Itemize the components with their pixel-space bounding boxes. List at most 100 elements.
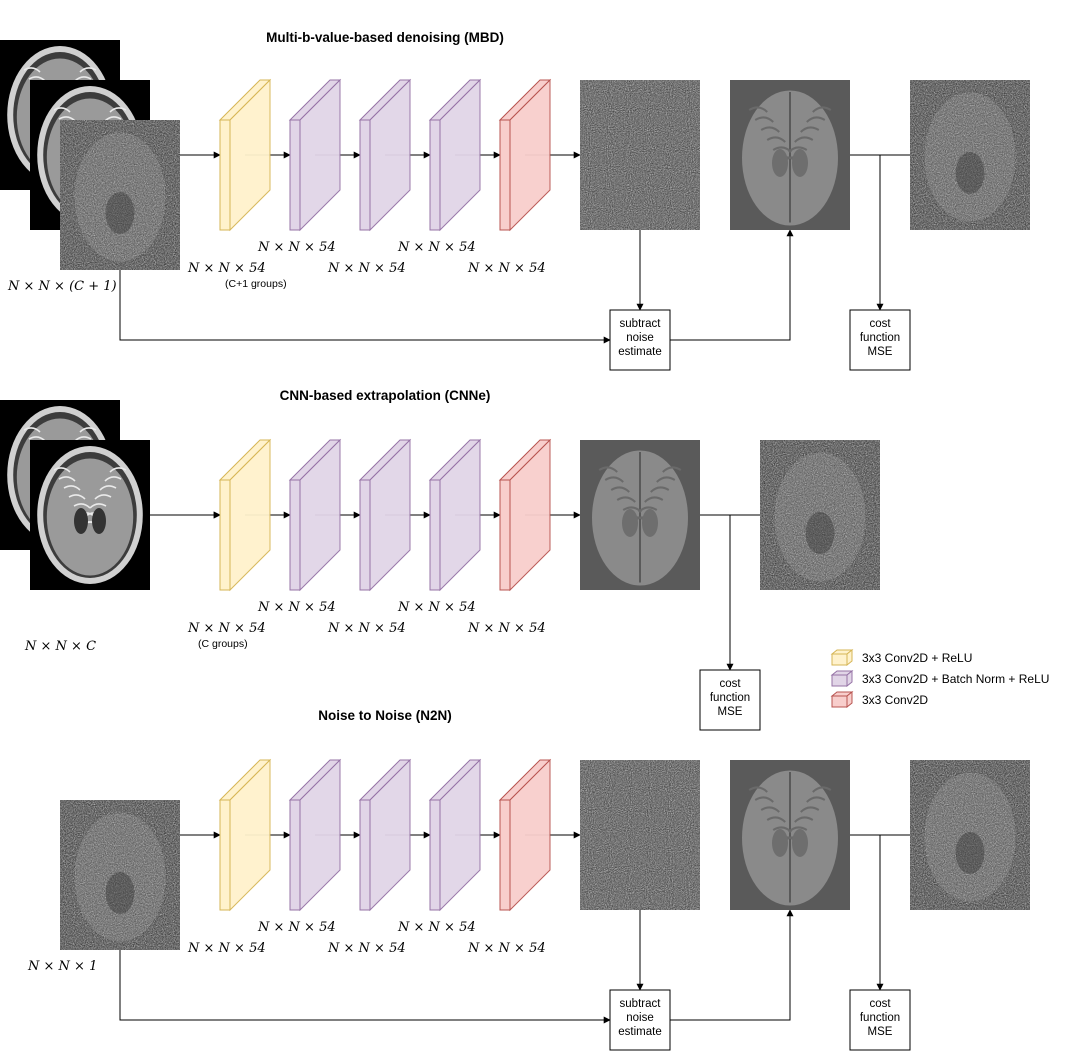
brain-gyrus xyxy=(806,796,826,803)
brain-gyrus xyxy=(788,826,808,833)
block-side xyxy=(509,758,551,912)
noise-estimate-image xyxy=(580,80,700,230)
cost-function-box xyxy=(849,309,911,371)
block-side xyxy=(509,438,551,592)
brain-gyrus xyxy=(748,106,768,113)
brain-gyrus xyxy=(794,816,814,823)
brain-gyrus xyxy=(68,494,86,500)
block-front xyxy=(359,799,371,911)
brain-ventricle xyxy=(955,152,985,194)
block-side xyxy=(439,78,481,232)
brain-gyrus xyxy=(754,796,774,803)
block-front xyxy=(289,119,301,231)
brain-gyrus xyxy=(53,107,71,113)
brain-shape xyxy=(774,452,866,582)
block-side xyxy=(229,78,271,232)
brain-gyrus xyxy=(74,436,92,442)
legend-swatch-front xyxy=(831,695,848,708)
conv-block-3 xyxy=(358,78,412,232)
block-front xyxy=(359,479,371,591)
conv-block-4 xyxy=(428,78,482,232)
cost-function-box xyxy=(849,989,911,1051)
legend-swatch-front xyxy=(831,674,848,687)
block-side xyxy=(509,78,551,232)
conv-block-1 xyxy=(218,438,272,592)
denoised-image xyxy=(730,80,850,230)
brain-shape xyxy=(74,132,166,262)
conv-block-4 xyxy=(428,438,482,592)
conv-block-2 xyxy=(288,438,342,592)
brain-gyrus xyxy=(656,476,676,483)
groups-note: (C+1 groups) xyxy=(225,278,287,290)
input-image xyxy=(60,800,180,950)
dimension-label: N × N × 54 xyxy=(467,621,546,636)
brain-gyrus xyxy=(638,506,658,513)
brain-gyrus xyxy=(23,427,41,433)
brain-ventricle xyxy=(792,829,808,857)
box-text: subtract xyxy=(620,318,662,330)
dimension-label: N × N × 54 xyxy=(257,240,336,255)
arrow-input-to-subtract xyxy=(119,950,611,1024)
box-text: estimate xyxy=(618,346,661,358)
noise-texture xyxy=(910,760,1030,910)
brain-gyrus xyxy=(766,136,786,143)
conv-block-4 xyxy=(428,758,482,912)
block-front xyxy=(289,799,301,911)
brain-gyrus xyxy=(58,476,76,482)
arrow-subtract-to-denoised xyxy=(670,909,794,1021)
conv-block-3 xyxy=(358,438,412,592)
block-front xyxy=(499,799,511,911)
block-side xyxy=(299,758,341,912)
block-front xyxy=(289,479,301,591)
conv-block-3 xyxy=(358,758,412,912)
section-title: CNN-based extrapolation (CNNe) xyxy=(280,388,491,403)
brain-gyrus xyxy=(800,126,820,133)
block-front xyxy=(429,799,441,911)
brain-gyrus xyxy=(800,806,820,813)
conv-block-1 xyxy=(218,758,272,912)
section-title: Multi-b-value-based denoising (MBD) xyxy=(266,30,504,45)
input-image-front xyxy=(30,440,150,590)
box-text: cost xyxy=(719,678,741,690)
input-dimension-label: N × N × 1 xyxy=(27,959,97,974)
block-side xyxy=(229,438,271,592)
box-text: estimate xyxy=(618,1026,661,1038)
input-dimension-label: N × N × C xyxy=(24,639,96,654)
conv-block-5 xyxy=(498,438,552,592)
brain-gyrus xyxy=(788,146,808,153)
brain-gyrus xyxy=(73,503,91,509)
dimension-label: N × N × 54 xyxy=(187,261,266,276)
target-image xyxy=(910,760,1030,910)
target-image xyxy=(760,440,880,590)
brain-gyrus xyxy=(806,116,826,123)
noise-texture xyxy=(580,80,700,230)
brain-gyrus xyxy=(79,427,97,433)
brain-shape xyxy=(924,92,1016,222)
arrow-subtract-to-denoised xyxy=(670,229,794,341)
block-front xyxy=(429,119,441,231)
brain-gyrus xyxy=(79,67,97,73)
box-text: noise xyxy=(626,1012,654,1024)
brain-gyrus xyxy=(754,116,774,123)
brain-gyrus xyxy=(616,496,636,503)
block-front xyxy=(429,479,441,591)
conv-block-5 xyxy=(498,758,552,912)
brain-gyrus xyxy=(109,107,127,113)
box-text: cost xyxy=(869,998,891,1010)
brain-gyrus xyxy=(53,467,71,473)
box-text: subtract xyxy=(620,998,662,1010)
brain-ventricle xyxy=(805,512,835,554)
block-side xyxy=(439,438,481,592)
dimension-label: N × N × 54 xyxy=(257,600,336,615)
block-side xyxy=(299,78,341,232)
block-side xyxy=(369,438,411,592)
noise-texture xyxy=(60,120,180,270)
dimension-label: N × N × 54 xyxy=(327,941,406,956)
brain-gyrus xyxy=(28,76,46,82)
block-side xyxy=(369,78,411,232)
conv-block-2 xyxy=(288,758,342,912)
brain-gyrus xyxy=(760,806,780,813)
dimension-label: N × N × 54 xyxy=(327,261,406,276)
dimension-label: N × N × 54 xyxy=(467,941,546,956)
